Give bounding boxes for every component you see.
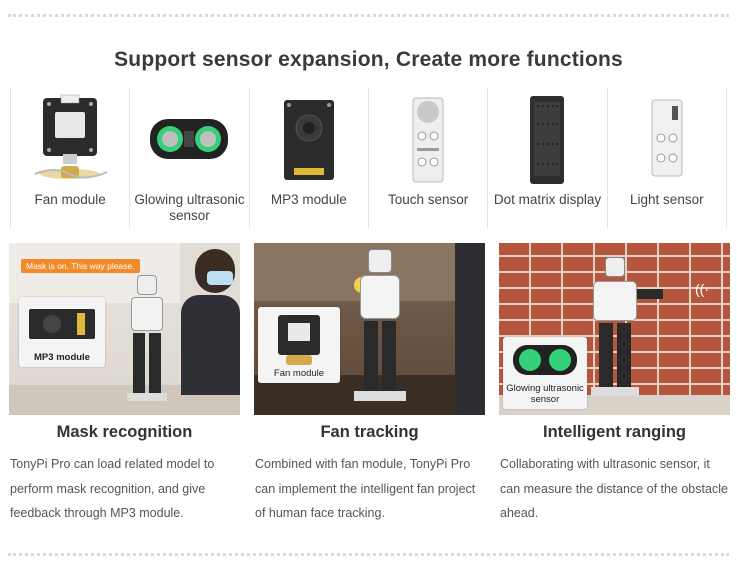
page-title: Support sensor expansion, Create more fu… — [114, 48, 623, 71]
sensor-item-light: Light sensor — [608, 88, 727, 228]
sensor-label: Touch sensor — [388, 192, 469, 207]
top-dotted-divider — [8, 14, 729, 17]
fan-module-inset: Fan module — [258, 307, 340, 383]
card-heading: Fan tracking — [320, 423, 419, 441]
card-description: TonyPi Pro can load related model to per… — [10, 457, 215, 520]
speech-bubble: Mask is on. This way please. — [21, 259, 140, 273]
feature-card-mask-recognition: Mask is on. This way please. MP3 module … — [9, 243, 240, 526]
sensor-item-touch: Touch sensor — [369, 88, 489, 228]
robot-figure — [585, 257, 663, 407]
card-description: Collaborating with ultrasonic sensor, it… — [500, 457, 728, 520]
sensor-item-mp3: MP3 module — [250, 88, 369, 228]
inset-caption: MP3 module — [34, 352, 90, 363]
sensor-label: Light sensor — [630, 192, 704, 207]
sensor-label: Glowing ultrasonic sensor — [134, 192, 245, 223]
sensor-label: Fan module — [34, 192, 106, 207]
fan-module-icon — [11, 94, 129, 186]
sensor-label: MP3 module — [270, 192, 347, 207]
intelligent-ranging-photo: ((· Glowing ultrasonic sensor — [499, 243, 730, 415]
sensor-item-dot-matrix: Dot matrix display — [488, 88, 608, 228]
card-heading: Intelligent ranging — [543, 423, 686, 441]
mask-recognition-photo: Mask is on. This way please. MP3 module — [9, 243, 240, 415]
ultrasonic-inset: Glowing ultrasonic sensor — [503, 337, 587, 409]
mp3-module-inset: MP3 module — [19, 297, 105, 367]
signal-wave-icon: ((· — [695, 281, 709, 297]
sensor-item-fan: Fan module — [10, 88, 131, 228]
mp3-module-icon — [250, 94, 368, 186]
touch-sensor-icon — [369, 94, 487, 186]
sensor-label: Dot matrix display — [493, 192, 602, 207]
robot-figure — [127, 275, 167, 405]
inset-caption: Fan module — [273, 368, 325, 379]
feature-card-intelligent-ranging: ((· Glowing ultrasonic sensor Intelligen… — [499, 243, 730, 526]
dot-matrix-icon — [488, 94, 606, 186]
ultrasonic-sensor-icon — [130, 94, 248, 186]
light-sensor-icon — [608, 94, 726, 186]
card-heading: Mask recognition — [56, 423, 193, 441]
feature-card-fan-tracking: Fan module Fan tracking Combined with fa… — [254, 243, 485, 526]
card-description: Combined with fan module, TonyPi Pro can… — [255, 457, 476, 520]
feature-cards: Mask is on. This way please. MP3 module … — [9, 243, 730, 526]
bottom-dotted-divider — [8, 553, 729, 556]
inset-caption: Glowing ultrasonic sensor — [506, 383, 584, 405]
robot-figure — [350, 249, 410, 409]
fan-tracking-photo: Fan module — [254, 243, 485, 415]
sensor-strip: Fan module Glowing ultrasonic sensor — [10, 88, 727, 228]
sensor-item-ultrasonic: Glowing ultrasonic sensor — [130, 88, 250, 228]
